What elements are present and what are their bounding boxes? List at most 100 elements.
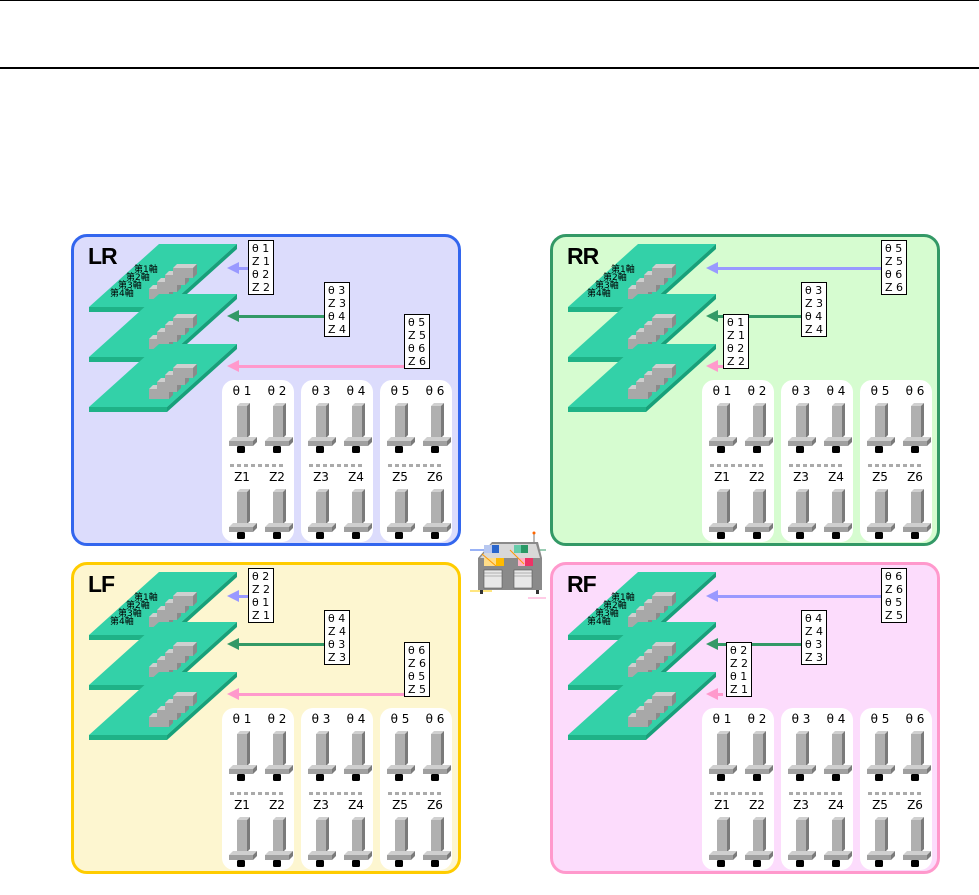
assignment-line: Z 6 [885,281,904,294]
pcb-board [89,344,237,412]
assignment-line: θ 2 [727,342,745,355]
z-axis-label: Z1 [714,470,730,484]
assignment-line: Z 4 [805,625,824,638]
nozzle-icon [709,489,737,539]
nozzle-icon [867,403,895,453]
z-axis-label: Z4 [828,470,844,484]
divider-dashes [789,464,845,467]
assignment-line: Z 3 [328,651,347,664]
assignment-line: θ 1 [730,670,748,683]
arrow-top-icon [227,262,248,274]
panel-title: RF [567,571,597,597]
assignment-line: Z 4 [328,625,347,638]
nozzle-icon [229,403,257,453]
z-axis-label: Z6 [907,798,923,812]
assignment-line: θ 1 [252,242,270,255]
axis-label: 第3軸 [118,609,142,619]
theta-axis-label: θ 4 [346,384,366,398]
arrow-mid-icon [227,638,324,650]
assignment-line: θ 6 [885,570,903,583]
component-block [652,364,676,378]
assignment-line: Z 6 [885,583,904,596]
axis-label: 第4軸 [587,289,611,299]
axis-label: 第3軸 [595,281,619,291]
divider-dashes [789,792,845,795]
assignment-line: Z 1 [730,683,749,696]
nozzle-icon [265,817,293,867]
theta-axis-label: θ 1 [232,384,252,398]
theta-axis-label: θ 2 [267,384,287,398]
header-rule [0,67,979,69]
assignment-line: Z 2 [730,657,749,670]
assignment-line: θ 5 [885,242,903,255]
axis-label: 第1軸 [611,593,635,603]
arrow-bottom-icon [706,360,723,372]
panel-title: LF [88,571,115,597]
divider-dashes [388,464,444,467]
assignment-line: θ 2 [252,268,270,281]
theta-axis-label: θ 6 [905,712,925,726]
theta-axis-label: θ 1 [232,712,252,726]
assignment-line: Z 2 [727,355,746,368]
z-axis-label: Z2 [269,798,285,812]
z-axis-label: Z4 [828,798,844,812]
theta-axis-label: θ 1 [712,384,732,398]
z-axis-label: Z5 [872,798,888,812]
nozzle-icon [387,817,415,867]
theta-axis-label: θ 5 [870,384,890,398]
assignment-line: Z 4 [328,323,347,336]
nozzle-icon [788,489,816,539]
axis-label: 第2軸 [603,273,627,283]
head-groups: θ 1 θ 2 Z1 Z2 θ 3 [702,380,942,543]
nozzle-icon [709,731,737,781]
arrow-top-icon [706,590,881,602]
assignment-line: Z 3 [805,297,824,310]
divider-dashes [868,792,924,795]
assignment-line: Z 5 [408,329,427,342]
nozzle-icon [788,403,816,453]
assignment-line: θ 1 [727,316,745,329]
nozzle-icon [745,489,773,539]
nozzle-icon [788,817,816,867]
axis-label: 第4軸 [587,617,611,627]
theta-axis-label: θ 3 [311,712,331,726]
divider-dashes [710,792,766,795]
z-axis-label: Z4 [348,470,364,484]
z-axis-label: Z3 [793,798,809,812]
component-block [652,592,676,606]
divider-dashes [309,464,365,467]
nozzle-icon [387,403,415,453]
axis-label: 第4軸 [110,289,134,299]
divider-dashes [710,464,766,467]
nozzle-icon [824,489,852,539]
component-block [173,642,197,656]
theta-axis-label: θ 3 [791,712,811,726]
nozzle-icon [788,731,816,781]
head-groups: θ 1 θ 2 Z1 Z2 θ 3 [702,708,942,871]
nozzle-icon [903,817,931,867]
nozzle-icon [903,489,931,539]
nozzle-icon [308,489,336,539]
theta-axis-label: θ 6 [425,384,445,398]
nozzle-icon [903,403,931,453]
assignment-line: θ 4 [328,310,346,323]
divider-dashes [230,792,286,795]
arrow-mid-icon [706,310,801,322]
nozzle-icon [265,403,293,453]
nozzle-icon [387,731,415,781]
nozzle-icon [308,731,336,781]
assignment-line: Z 1 [252,609,271,622]
arrow-top-icon [227,590,248,602]
axis-label: 第3軸 [595,609,619,619]
pcb-board [568,344,716,412]
nozzle-icon [229,817,257,867]
component-block [173,314,197,328]
nozzle-icon [824,817,852,867]
head-groups: θ 1 θ 2 Z1 Z2 θ 3 [222,708,462,871]
